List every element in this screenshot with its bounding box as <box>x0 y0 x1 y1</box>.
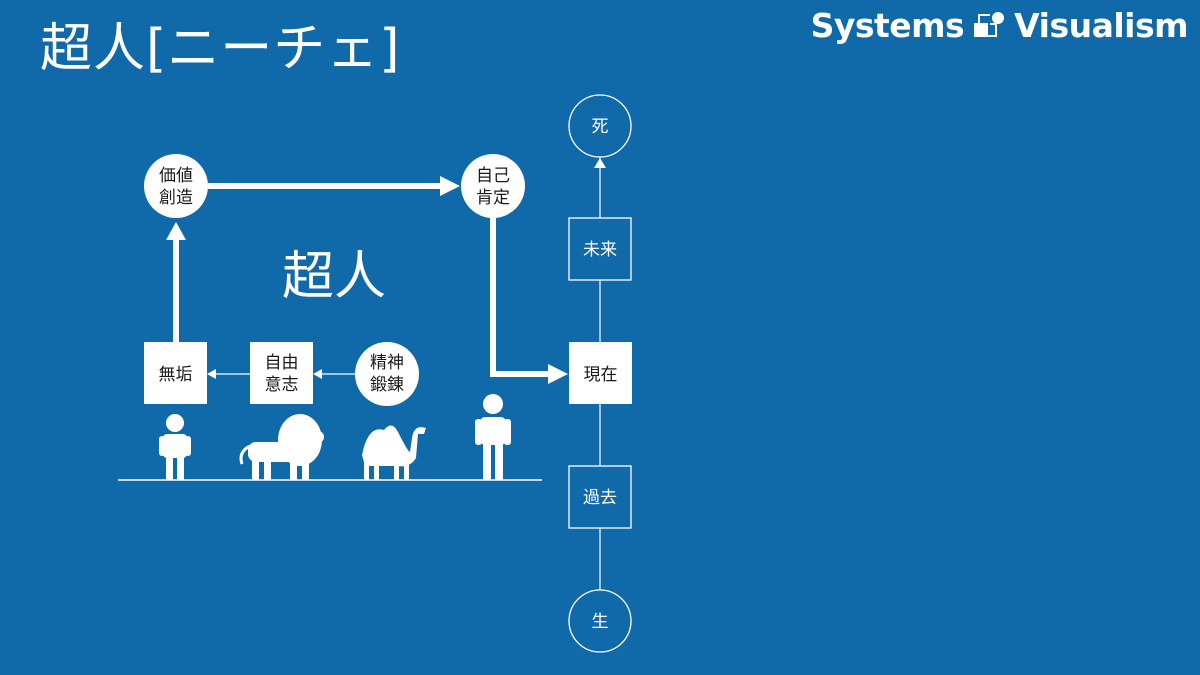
node-self-affirmation <box>461 154 525 218</box>
node-spirit-discipline <box>355 342 419 406</box>
node-value-creation <box>144 154 208 218</box>
node-free-will-line2: 意志 <box>265 375 299 395</box>
arrow-spirit-to-free-head <box>313 369 322 379</box>
person-icon <box>475 394 511 480</box>
node-free-will-line1: 自由 <box>265 353 299 373</box>
node-present <box>569 342 632 404</box>
node-death <box>568 94 632 158</box>
brand-logo: Systems Visualism <box>810 6 1189 45</box>
node-spirit-discipline-line2: 鍛錬 <box>370 375 404 395</box>
arrow-self-to-present <box>490 215 548 377</box>
node-future <box>568 217 632 281</box>
child-icon <box>159 414 191 480</box>
brand-left: Systems <box>810 6 965 45</box>
page-title: 超人[ニーチェ] <box>40 19 401 79</box>
logo-icon <box>974 11 1005 37</box>
node-self-affirmation-line1: 自己 <box>476 166 510 186</box>
arrow-free-to-innocence-head <box>207 369 216 379</box>
camel-icon <box>362 425 426 480</box>
node-value-creation-line1: 価値 <box>159 166 193 186</box>
node-innocence <box>144 342 207 404</box>
node-innocence-label: 無垢 <box>159 365 193 385</box>
timeline-arrowhead <box>594 158 606 168</box>
node-future-label: 未来 <box>583 240 617 260</box>
node-present-label: 現在 <box>584 365 618 385</box>
node-spirit-discipline-line1: 精神 <box>370 353 404 373</box>
lion-icon <box>239 414 324 480</box>
node-self-affirmation-line2: 肯定 <box>476 188 510 208</box>
node-past-label: 過去 <box>583 488 617 508</box>
arrow-innocence-to-value-head <box>166 222 186 240</box>
arrow-value-to-self-head <box>440 176 460 196</box>
node-birth <box>568 589 632 653</box>
brand-right: Visualism <box>1014 6 1188 45</box>
node-value-creation-line2: 創造 <box>159 188 193 208</box>
node-birth-label: 生 <box>592 612 609 632</box>
center-label: 超人 <box>282 247 386 307</box>
node-free-will <box>250 342 313 404</box>
arrow-self-to-present-head <box>548 364 568 384</box>
node-past <box>568 465 632 529</box>
node-death-label: 死 <box>592 117 609 137</box>
